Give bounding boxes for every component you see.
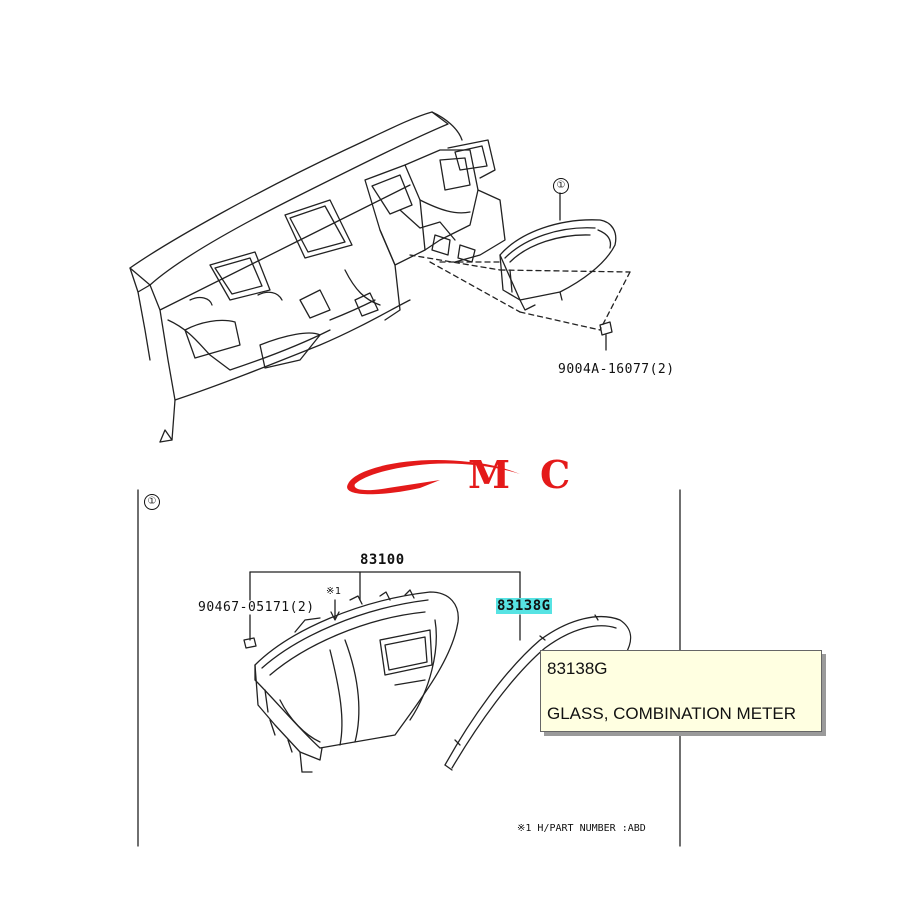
meter-cluster-top — [499, 219, 617, 311]
bolt-part-label[interactable]: 9004A-16077(2) — [558, 362, 675, 377]
logo-letter-m: M — [468, 452, 511, 497]
glass-part-highlight: 83138G — [496, 598, 552, 614]
meter-cluster-detail — [254, 589, 459, 773]
logo-letter-c: C — [540, 452, 571, 497]
tooltip-description: GLASS, COMBINATION METER — [547, 704, 797, 723]
cmc-logo — [347, 460, 520, 495]
glass-part-label[interactable]: 83138G — [496, 598, 552, 614]
assembly-part-label[interactable]: 83100 — [360, 552, 405, 568]
callout-number-detail: ① — [144, 494, 160, 510]
footnote: ※1 H/PART NUMBER :ABD — [517, 823, 646, 834]
part-tooltip: 83138G GLASS, COMBINATION METER — [540, 650, 822, 732]
star-note-label: ※1 — [326, 586, 342, 597]
tooltip-part-number: 83138G — [547, 659, 608, 678]
bolt-top — [599, 321, 613, 351]
guide-dashes — [409, 254, 631, 331]
callout-number-top: ① — [553, 178, 569, 194]
dashboard-illustration — [129, 111, 506, 443]
glass-detail — [444, 614, 632, 771]
screw-part-label[interactable]: 90467-05171(2) — [198, 600, 315, 615]
